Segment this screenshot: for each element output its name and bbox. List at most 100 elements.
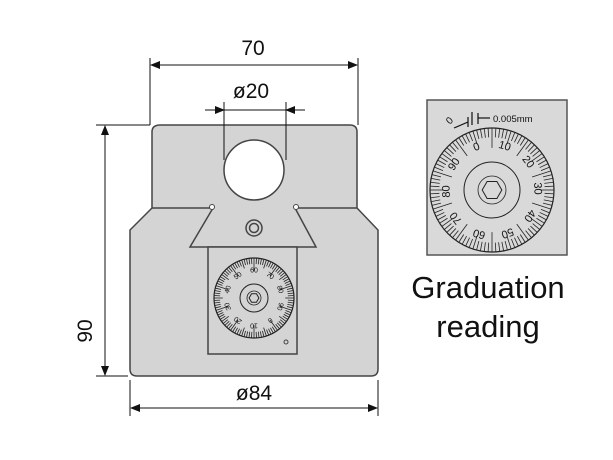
dial-tick [246,258,249,265]
dial-tick [511,132,516,142]
dial-tick [498,242,501,252]
dial-number: 0 [266,316,273,324]
dial-tick [270,262,274,269]
dial-tick [435,212,445,217]
notch-left [209,204,215,210]
dial-tick [479,129,483,139]
dial-tick [514,133,519,143]
dial-tick [222,319,229,324]
dial-tick [279,285,293,290]
slide-plate [207,246,298,355]
dial-tick [516,223,529,241]
dial-tick [544,196,554,199]
dial-tick [234,327,238,334]
dial-tick [279,272,286,277]
dial-tick [246,331,249,338]
dial-tick [268,328,272,335]
dial-tick [506,235,512,250]
dial-tick [543,199,553,203]
dial-tick [230,265,239,277]
dial-tick [431,199,441,203]
dial-tick [506,130,512,145]
dial-tick [226,268,232,274]
dial-tick [234,262,238,269]
dial-tick [278,320,284,326]
dial-number: 10 [250,321,258,328]
dial-tick [279,306,293,311]
dial-tick [215,306,222,309]
dial-tick [519,137,526,146]
dial-number: 0 [472,141,482,154]
dial-tick [282,315,288,320]
caption-line1: Graduation [411,270,564,305]
dial-tick [241,327,245,337]
dial-tick [435,163,445,168]
dial-tick [230,319,239,331]
dial-tick [224,320,230,326]
dial-tick [276,322,282,328]
dial-tick [439,217,448,224]
dial-tick [455,139,468,157]
dial-tick [284,280,291,284]
dial-tick [275,323,280,330]
dial-tick [216,282,223,286]
dial-tick [228,323,233,330]
dim-top-width: 70 [241,37,264,60]
dial-number: 70 [265,271,276,281]
dial-hub [239,283,269,313]
dial-tick [228,266,233,273]
dial-tick [441,153,454,162]
dial-tick [517,135,523,145]
dial-tick [472,235,478,250]
dial-tick [243,259,246,266]
dial-tick [437,215,447,221]
dial-tick [286,287,293,290]
dial-tick [468,238,473,248]
dial-tick [282,276,288,281]
dial-number: 30 [224,301,233,311]
dial-tick [221,316,229,322]
caption-line2: reading [436,309,539,344]
dial-tick [238,260,242,267]
dial-tick [511,238,516,248]
dial-tick [514,237,519,247]
dial-tick [483,242,486,252]
dial-tick [278,270,284,276]
dial-tick [539,163,549,168]
dial-tick [241,259,245,269]
dial-tick [268,261,272,268]
dial-tick [455,223,468,241]
dial-tick [446,225,454,233]
dial-number: 80 [275,285,284,295]
dial-tick [283,314,290,318]
dial-number: 20 [519,154,536,171]
dial-tick [458,234,465,243]
dial-tick [452,141,459,150]
dial-tick [504,240,508,251]
dial-tick [269,319,278,331]
dial-tick [472,130,478,145]
dial-tick [434,209,444,214]
dial-tick [449,144,457,152]
dial-tick [287,301,294,304]
dial-tick [215,285,229,290]
dial-tick [476,129,480,140]
dial-tick [285,310,292,314]
dial-tick [501,241,505,251]
hex-socket-icon [481,181,503,199]
dial-tick [517,235,523,245]
dial-tick [232,264,237,270]
dial-tick [287,290,294,293]
dial-tick [542,174,553,178]
dial-tick [287,303,294,306]
dial-tick [259,258,262,265]
dial-tick [539,212,549,217]
dial-tick [443,150,452,157]
dial-tick [217,280,224,284]
dial-tick [214,292,221,295]
dim-hole-diameter: ø20 [233,80,269,103]
screw-icon [245,219,263,237]
dial-tick [248,258,251,265]
dial-number: 10 [497,139,512,154]
